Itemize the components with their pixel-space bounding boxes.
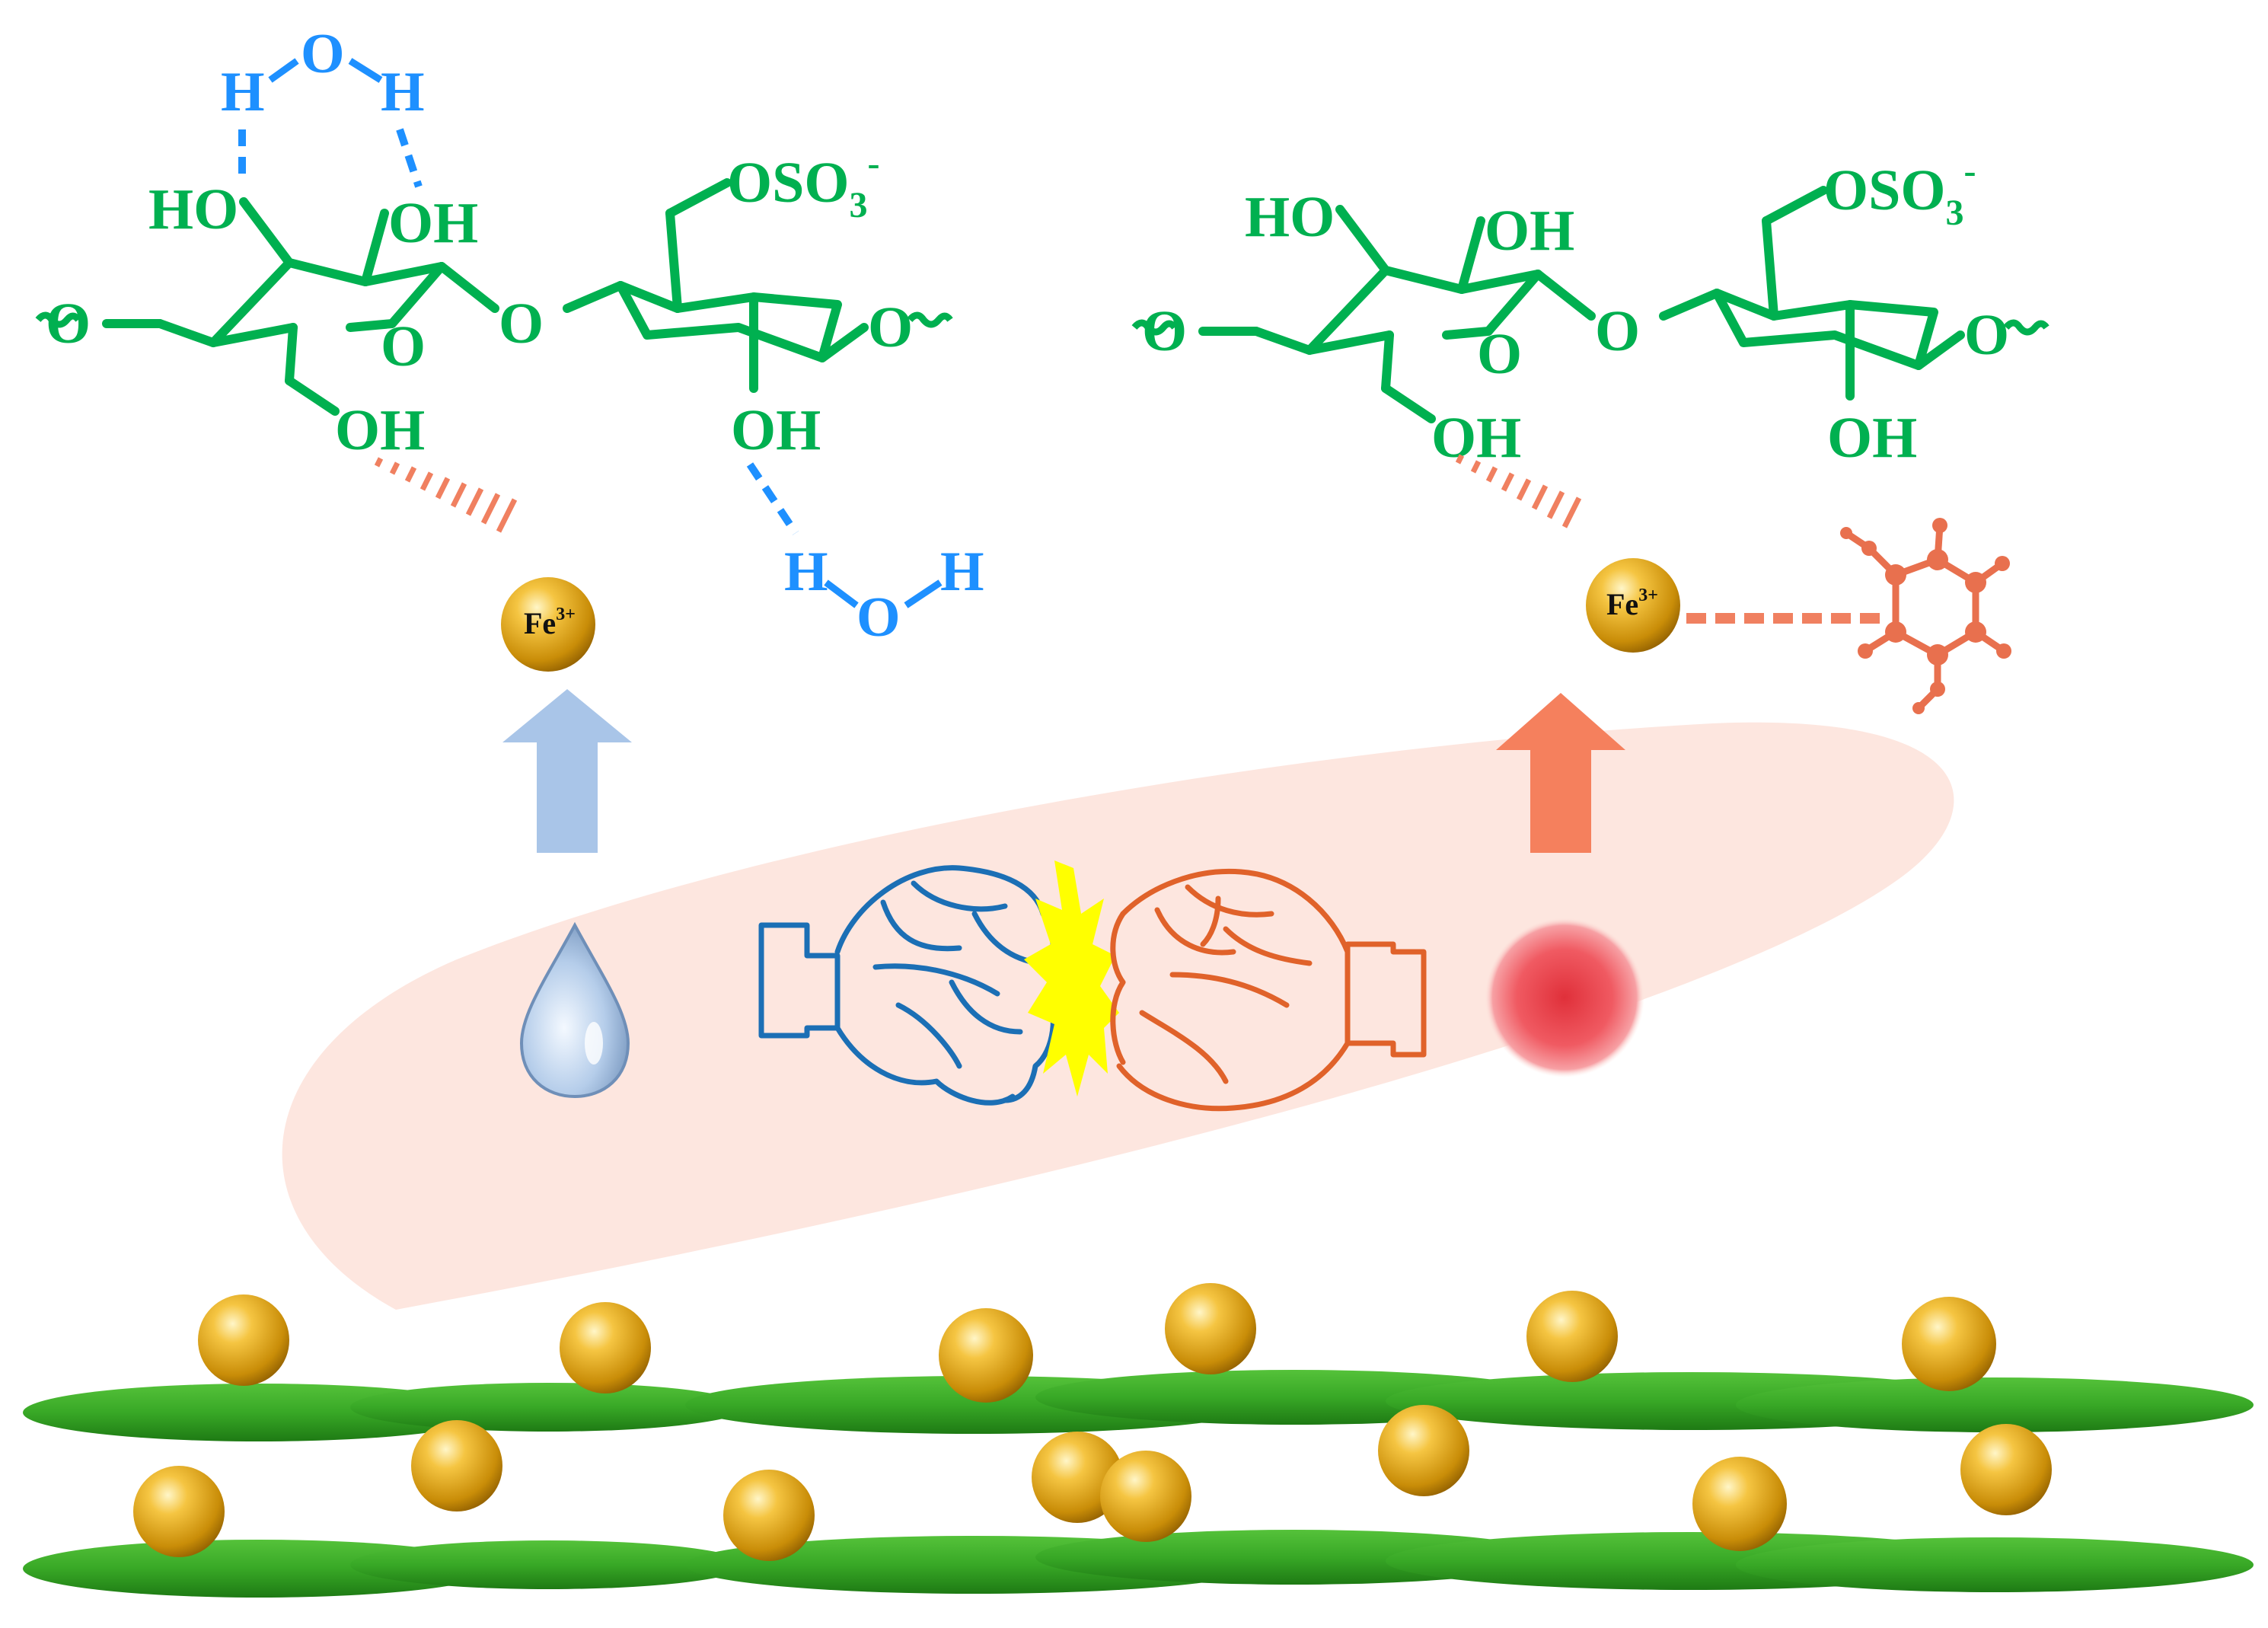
right-ring1-oh: OH (1485, 199, 1574, 263)
orange-arrow-icon (1496, 693, 1625, 853)
blue-arrow-icon (502, 689, 632, 853)
water-bottom-o: O (856, 586, 901, 649)
right-ring1-o: O (1477, 322, 1522, 386)
left-chain-wiggles (35, 311, 953, 328)
left-ring1-ch2oh: OH (335, 398, 425, 462)
right-chain-wiggles (1131, 319, 2049, 336)
left-bridge-o: O (499, 292, 544, 356)
orange-fist-icon (1110, 868, 1427, 1112)
right-fe-symbol: Fe3+ (1606, 586, 1658, 621)
right-ring1-ho: HO (1245, 185, 1335, 249)
water-top-h-right: H (381, 61, 425, 123)
background-ellipse (282, 722, 1954, 1310)
aromatic-ring-atoms (1840, 518, 2011, 714)
left-coordination-bond (374, 457, 518, 533)
right-bridge-o: O (1595, 299, 1640, 363)
left-water-bottom: H O H (746, 462, 984, 649)
left-ring2-oh: OH (731, 398, 821, 462)
water-top-h-left: H (221, 61, 265, 123)
left-disaccharide (102, 178, 869, 416)
right-fe-ion: Fe3+ (1586, 558, 1680, 653)
sheet-layer-upper (23, 1370, 2254, 1441)
sheet-layer-lower (23, 1530, 2254, 1598)
right-disaccharide (1198, 186, 1965, 423)
water-top-o: O (301, 23, 345, 85)
right-coordination-bond (1455, 454, 1582, 528)
iron-ions-middle-row (133, 1405, 2052, 1561)
impact-spark-icon (1024, 860, 1119, 1097)
left-fe-ion: Fe3+ (501, 577, 595, 672)
left-ring1-ho: HO (148, 177, 238, 241)
water-bottom-h-right: H (940, 541, 984, 603)
right-labels: O HO OH O OH O OSO3- OH O (1142, 151, 2009, 470)
water-bottom-h-left: H (784, 541, 828, 603)
red-particle-icon (1485, 918, 1644, 1077)
left-ring2-oso3: OSO3- (727, 143, 879, 225)
left-labels: O HO OH O OH O OSO3- OH O (46, 143, 913, 462)
left-water-top: H O H (221, 23, 425, 188)
water-drop-icon (519, 921, 630, 1099)
left-chain-end-o: O (868, 295, 913, 359)
right-chain-end-o: O (1964, 303, 2009, 367)
right-ring2-oh: OH (1827, 406, 1917, 470)
left-ring1-o: O (381, 314, 426, 378)
right-ring1-ch2oh: OH (1431, 406, 1521, 470)
iron-ions-top-row (198, 1283, 1996, 1403)
left-fe-symbol: Fe3+ (524, 605, 576, 640)
right-ring2-oso3: OSO3- (1823, 151, 1976, 233)
left-ring1-oh: OH (388, 191, 478, 255)
